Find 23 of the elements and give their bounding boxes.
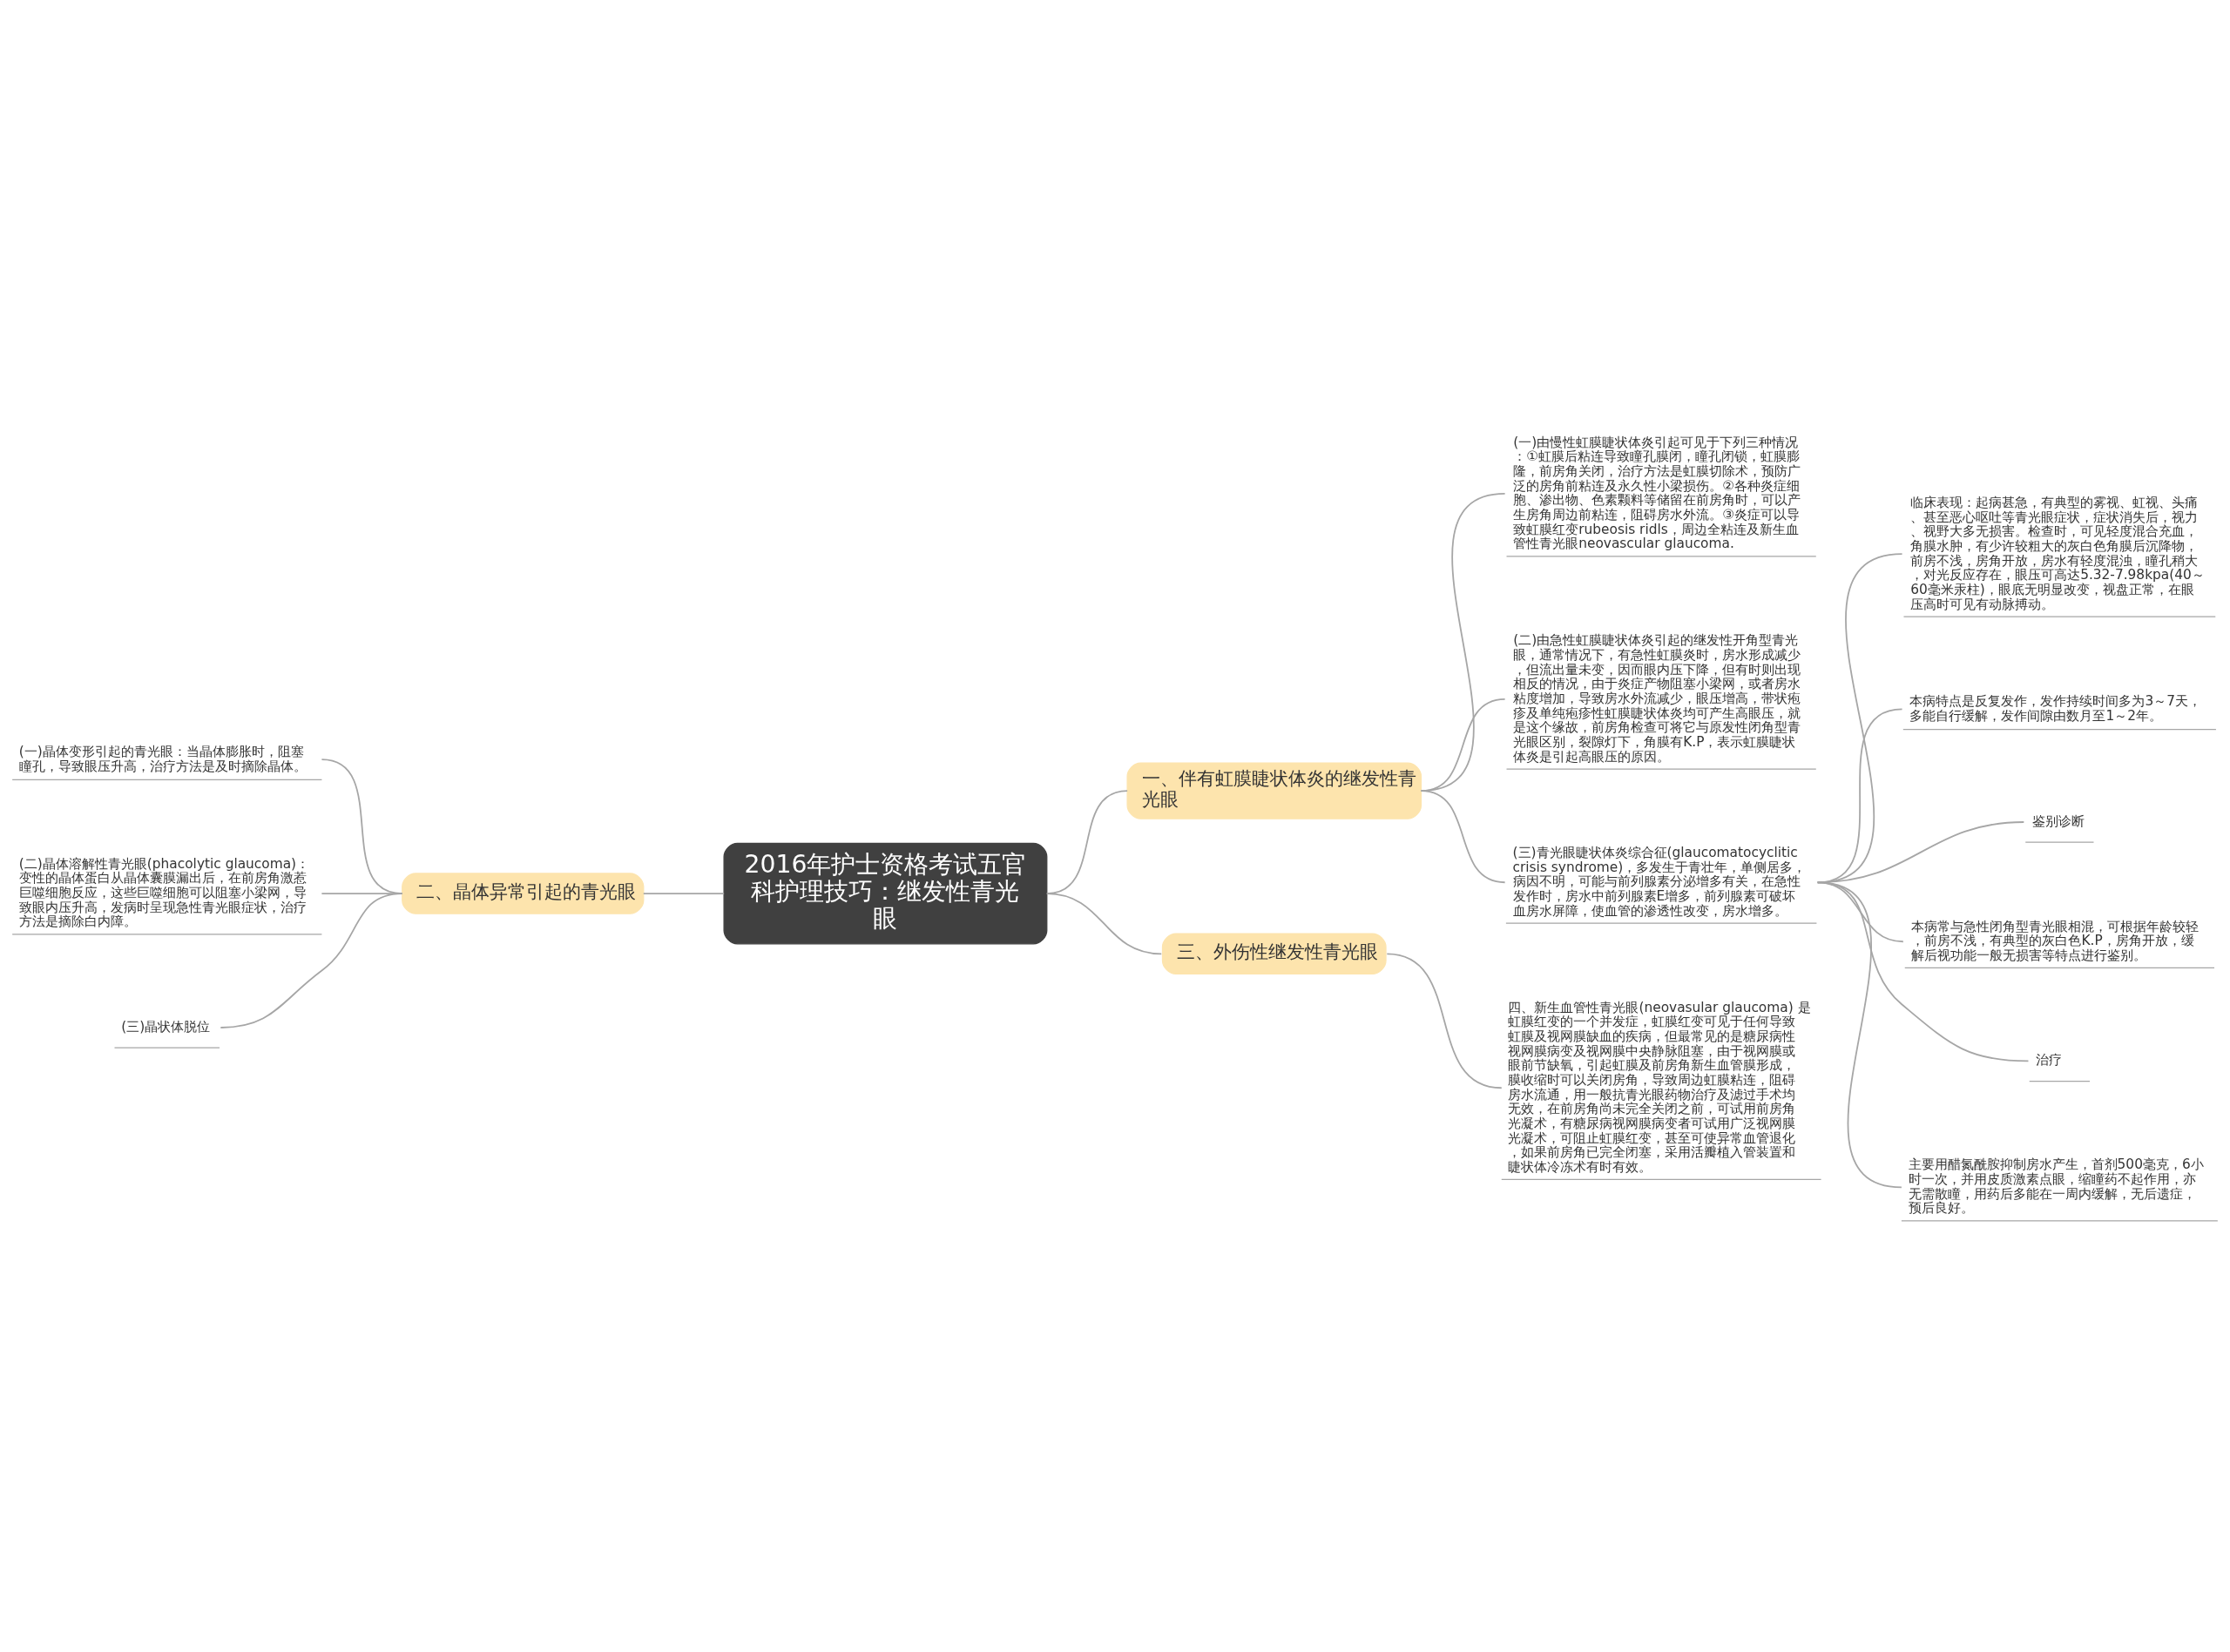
- node-text: (二)由急性虹膜睫状体炎引起的继发性开角型青光眼，通常情况下，有急性虹膜炎时，房水形成减少，但流出量未变，因而眼内压下降，但有时则出现相反的情况，由于炎症产物阻塞小梁网，或者房水粘度增加，导致房水外流减少，眼压增高，带状疱疹及单纯疱疹性虹膜睫状体炎均可产生高眼压，就是这个缘故，前房角检查可将它与原发性闭角型青光眼区别，裂隙灯下，角膜有K.P，表示虹膜睫状体炎是引起高眼压的原因。: [1513, 632, 1801, 765]
- node-text: (三)晶状体脱位: [121, 1018, 211, 1035]
- node-text: 鉴别诊断: [2031, 813, 2085, 829]
- connector: [642, 893, 725, 894]
- node-text: (三)青光眼睫状体炎综合征(glaucomatocyclitic crisis syndrome)，多发生于青壮年，单侧居多，病因不明，可能与前列腺素分泌增多有关，在急性发作时，房水中前列腺素E增多，前列腺素可破坏血房水屏障，使血管的渗透性改变，房水增多。: [1512, 844, 1807, 919]
- node-text: 本病常与急性闭角型青光眼相混，可根据年龄较轻，前房不浅，有典型的灰白色K.P，房角开放，缓解后视功能一般无损害等特点进行鉴别。: [1911, 918, 2200, 963]
- node-text: 主要用醋氮酰胺抑制房水产生，首剂500毫克，6小时一次，并用皮质激素点眼，缩瞳药不起作用，亦无需散瞳，用药后多能在一周内缓解，无后遗症，预后良好。: [1908, 1156, 2204, 1217]
- connector: [1386, 953, 1503, 1089]
- node-box: 三、外伤性继发性青光眼: [1161, 933, 1387, 975]
- connector: [1420, 790, 1506, 884]
- node-text: (一)晶体变形引起的青光眼：当晶体膨胀时，阻塞瞳孔，导致眼压升高，治疗方法是及时摘除晶体。: [18, 743, 307, 774]
- node-text: 四、新生血管性青光眼(neovasular glaucoma) 是虹膜红变的一个并发症，虹膜红变可见于任何导致虹膜及视网膜缺血的疾病，但最常见的是糖尿病性视网膜病变及视网膜中央静脉阻塞，由于视网膜或眼前节缺氧，引起虹膜及前房角新生血管膜形成，膜收缩时可以关闭房角，导致周边虹膜粘连，阻碍房水流通，用一般抗青光眼药物治疗及滤过手术均无效，在前房角尚未完全关闭之前，可试用前房角光凝术，有糖尿病视网膜病变者可试用广泛视网膜光凝术，可阻止虹膜红变，甚至可使异常血管退化，如果前房角已完全闭塞，采用活瓣植入管装置和睫状体冷冻术有时有效。: [1508, 999, 1811, 1175]
- node-text: 本病特点是反复发作，发作持续时间多为3～7天，多能自行缓解，发作间隙由数月至1～2年。: [1909, 693, 2202, 724]
- node-text: 治疗: [2036, 1052, 2063, 1069]
- node-box: 二、晶体异常引起的青光眼: [402, 873, 645, 914]
- connector: [220, 893, 403, 1028]
- node-text: (一)由慢性虹膜睫状体炎引起可见于下列三种情况：①虹膜后粘连导致瞳孔膜闭，瞳孔闭锁，虹膜膨隆，前房角关闭，治疗方法是虹膜切除术，预防广泛的房角前粘连及永久性小梁损伤。②各种炎症细胞、渗出物、色素颗料等储留在前房角时，可以产生房角周边前粘连，阻碍房水外流。③炎症可以导致虹膜红变rubeosis ridls，周边全粘连及新生血管性青光眼neovascular glaucoma.: [1513, 434, 1801, 552]
- node-text: (二)晶体溶解性青光眼(phacolytic glaucoma)：变性的晶体蛋白从晶体囊膜漏出后，在前房角激惹巨噬细胞反应，这些巨噬细胞可以阻塞小梁网，导致眼内压升高，发病时呈现急性青光眼症状，治疗方法是摘除白内障。: [18, 855, 310, 930]
- node-box: 2016年护士资格考试五官科护理技巧：继发性青光眼: [723, 842, 1048, 945]
- node-text: 临床表现：起病甚急，有典型的雾视、虹视、头痛、甚至恶心呕吐等青光眼症状，症状消失后，视力、视野大多无损害。检查时，可见轻度混合充血，角膜水肿，有少许较粗大的灰白色角膜后沉降物，前房不浅，房角开放，房水有轻度混浊，瞳孔稍大，对光反应存在，眼压可高达5.32-7.98kpa(40～60毫米汞柱)，眼底无明显改变，视盘正常，在眼压高时可见有动脉搏动。: [1910, 494, 2205, 612]
- connector: [1045, 893, 1163, 955]
- connector: [1816, 881, 1902, 1189]
- node-box: 一、伴有虹膜睫状体炎的继发性青光眼: [1126, 762, 1422, 819]
